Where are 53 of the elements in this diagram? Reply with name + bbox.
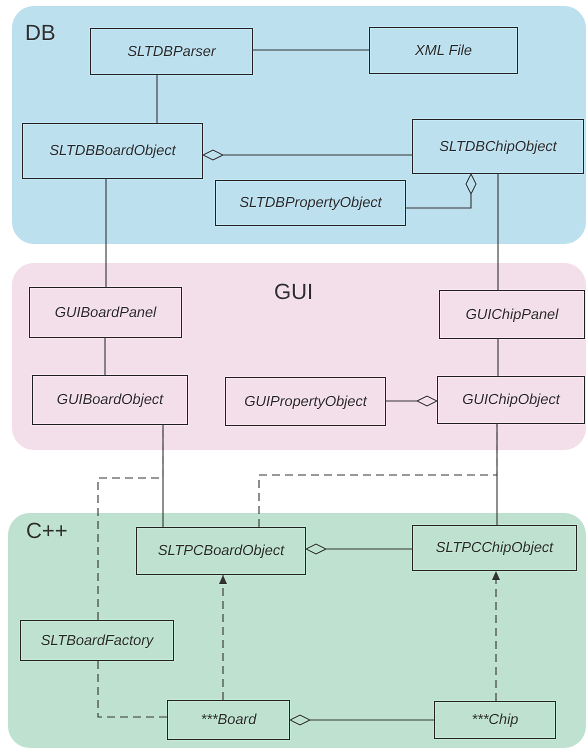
package-title: DB: [25, 20, 56, 46]
package-title: GUI: [274, 279, 314, 305]
association-line: [497, 339, 499, 376]
class-name: SLTPCBoardObject: [158, 543, 284, 559]
class-box: [32, 375, 188, 425]
class-name: SLTDBChipObject: [439, 138, 557, 154]
class-name: SLTDBPropertyObject: [239, 195, 382, 211]
class-name: ***Chip: [472, 712, 518, 728]
class-box: [22, 123, 203, 179]
class-name: GUIBoardObject: [56, 392, 164, 408]
class-box: [434, 701, 556, 739]
association-line: [496, 424, 498, 525]
association-line: [97, 661, 167, 718]
class-box: [167, 700, 290, 740]
aggregation-line: [386, 396, 438, 406]
class-box: [369, 27, 518, 74]
package-band: [12, 6, 586, 244]
class-box: [439, 290, 585, 339]
class-name: GUIChipPanel: [466, 306, 558, 322]
class-box: [136, 527, 306, 575]
package-band: [8, 513, 586, 748]
class-box: [412, 525, 577, 571]
class-name: SLTDBParser: [127, 44, 216, 60]
class-box: [412, 119, 584, 174]
class-box: [20, 620, 174, 661]
aggregation-line: [406, 174, 476, 209]
association-line: [258, 424, 498, 527]
class-box: [29, 287, 182, 338]
association-line: [104, 338, 106, 375]
class-box: [437, 376, 585, 424]
association-line: [156, 75, 158, 123]
association-line: [105, 179, 107, 287]
dependency-arrow: [492, 571, 500, 701]
association-line: [253, 49, 369, 51]
class-name: ***Board: [200, 712, 256, 728]
package-title: C++: [26, 518, 68, 544]
class-name: SLTBoardFactory: [40, 632, 154, 648]
class-name: GUIChipObject: [462, 392, 560, 408]
aggregation-line: [306, 544, 412, 554]
class-name: SLTDBBoardObject: [49, 143, 176, 159]
association-line: [497, 174, 499, 290]
association-line: [162, 425, 164, 527]
class-box: [90, 28, 253, 75]
class-name: GUIBoardPanel: [54, 304, 156, 320]
aggregation-line: [290, 714, 434, 726]
aggregation-line: [202, 150, 412, 160]
dependency-arrow: [219, 575, 227, 700]
class-box: [215, 180, 406, 226]
class-name: XML File: [415, 42, 472, 58]
class-name: GUIPropertyObject: [244, 394, 367, 410]
class-name: SLTPCChipObject: [436, 540, 554, 556]
class-box: [225, 377, 386, 426]
package-band: [12, 263, 586, 450]
